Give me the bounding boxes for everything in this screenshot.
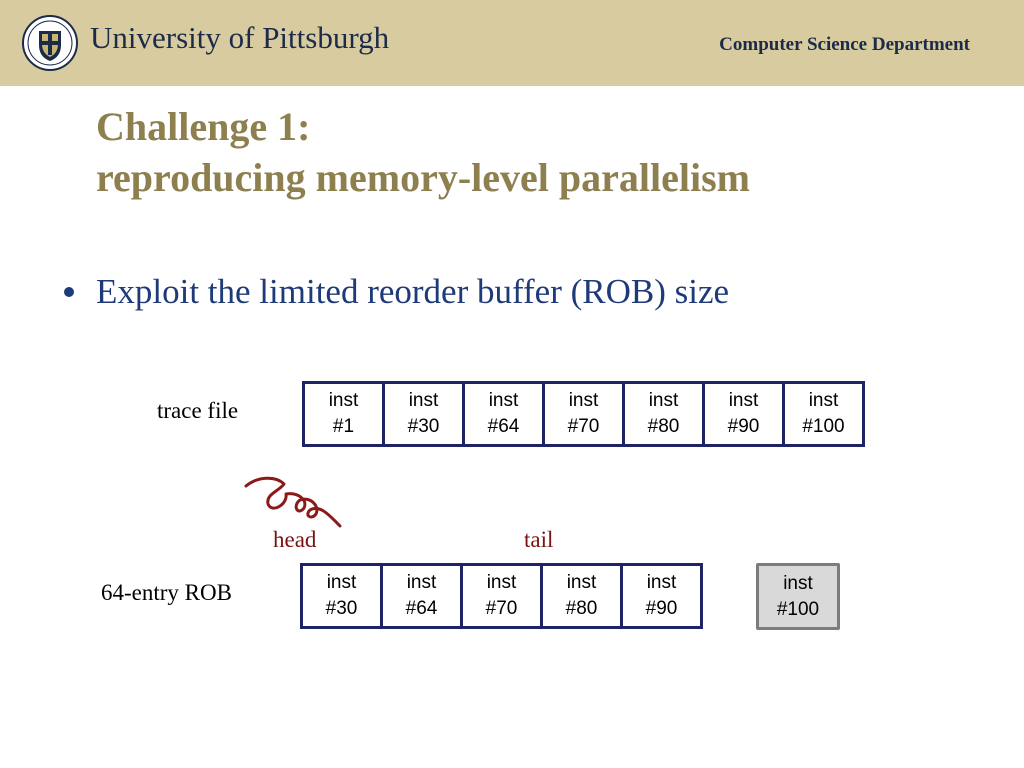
trace-cell: inst#64 — [465, 384, 542, 444]
pending-instruction-cell: inst #100 — [756, 563, 840, 630]
trace-file-label: trace file — [157, 398, 239, 423]
bullet-text: Exploit the limited reorder buffer (ROB)… — [96, 272, 730, 311]
trace-cell: inst#70 — [545, 384, 622, 444]
rob-cell: inst#90 — [623, 566, 700, 626]
university-seal-icon — [22, 15, 78, 71]
scribble-mark — [244, 476, 342, 528]
rob-label: 64-entry ROB — [101, 580, 232, 605]
header-bar: University of Pittsburgh Computer Scienc… — [0, 0, 1024, 86]
trace-file-buffer: inst#1 inst#30 inst#64 inst#70 inst#80 i… — [302, 381, 865, 447]
slide-title: Challenge 1: reproducing memory-level pa… — [96, 101, 750, 203]
rob-cell: inst#64 — [383, 566, 460, 626]
rob-cell: inst#30 — [303, 566, 380, 626]
university-name: University of Pittsburgh — [90, 20, 390, 55]
trace-cell: inst#80 — [625, 384, 702, 444]
head-pointer-label: head — [273, 527, 317, 552]
title-line-1: Challenge 1: — [96, 104, 311, 149]
rob-cell: inst#80 — [543, 566, 620, 626]
trace-cell: inst#1 — [305, 384, 382, 444]
tail-pointer-label: tail — [524, 527, 554, 552]
rob-cell: inst#70 — [463, 566, 540, 626]
bullet-dot-icon — [64, 286, 74, 297]
trace-cell: inst#100 — [785, 384, 862, 444]
title-line-2: reproducing memory-level parallelism — [96, 155, 750, 200]
department-name: Computer Science Department — [719, 34, 970, 55]
bullet-item: Exploit the limited reorder buffer (ROB)… — [64, 272, 729, 312]
trace-cell: inst#30 — [385, 384, 462, 444]
rob-buffer: inst#30 inst#64 inst#70 inst#80 inst#90 — [300, 563, 703, 629]
trace-cell: inst#90 — [705, 384, 782, 444]
